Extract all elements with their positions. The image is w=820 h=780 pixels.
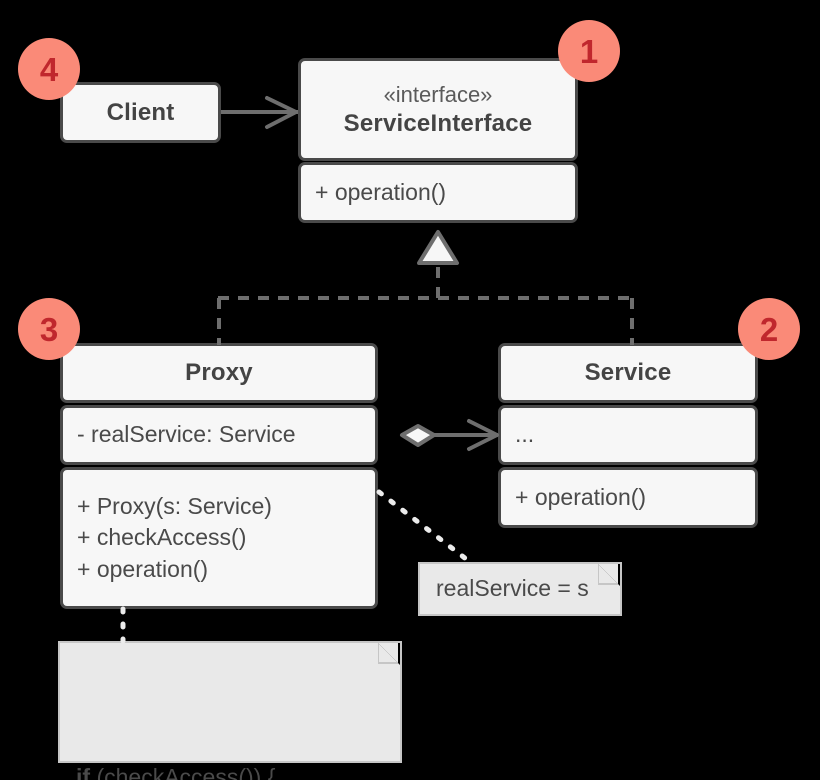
service-interface-class-name: ServiceInterface: [343, 110, 533, 137]
class-service-interface[interactable]: «interface» ServiceInterface + operation…: [298, 58, 578, 223]
link-realization-bus: [217, 230, 634, 345]
service-title-compartment: Service: [498, 343, 758, 403]
proxy-operation-1: + checkAccess(): [77, 524, 247, 551]
service-class-name: Service: [584, 359, 672, 387]
code-line1-rest: (checkAccess()) {: [90, 763, 276, 780]
link-client-to-serviceinterface: [221, 96, 298, 129]
link-proxy-aggregates-service: [400, 419, 499, 451]
class-proxy[interactable]: Proxy - realService: Service + Proxy(s: …: [60, 343, 378, 609]
note-code[interactable]: if (checkAccess()) { realService.operati…: [58, 641, 402, 780]
client-title-compartment: Client: [60, 82, 221, 143]
note-assignment-text: realService = s: [436, 575, 589, 602]
service-operation-0: + operation(): [515, 483, 647, 510]
service-interface-operations-compartment: + operation(): [298, 162, 578, 223]
proxy-operation-2: + operation(): [77, 555, 209, 582]
badge-1-label: 1: [579, 32, 599, 70]
note-fold-icon: [598, 564, 620, 586]
note-fold-icon: [378, 643, 400, 665]
badge-2[interactable]: 2: [738, 298, 800, 360]
client-class-name: Client: [106, 98, 175, 126]
badge-1[interactable]: 1: [558, 20, 620, 82]
service-interface-title-compartment: «interface» ServiceInterface: [298, 58, 578, 161]
class-client[interactable]: Client: [60, 82, 221, 143]
class-service[interactable]: Service ... + operation(): [498, 343, 758, 528]
proxy-attribute-0: - realService: Service: [77, 421, 296, 448]
proxy-operation-0: + Proxy(s: Service): [77, 493, 272, 520]
service-attributes-compartment: ...: [498, 405, 758, 465]
badge-4-label: 4: [39, 50, 59, 88]
service-interface-stereotype: «interface»: [383, 82, 493, 108]
badge-2-label: 2: [759, 310, 779, 348]
proxy-attributes-compartment: - realService: Service: [60, 405, 378, 465]
badge-4[interactable]: 4: [18, 38, 80, 100]
note-code-line-1: if (checkAccess()) {: [76, 760, 384, 780]
proxy-operations-compartment: + Proxy(s: Service) + checkAccess() + op…: [60, 467, 378, 609]
badge-3[interactable]: 3: [18, 298, 80, 360]
proxy-class-name: Proxy: [185, 359, 253, 387]
note-assignment[interactable]: realService = s: [418, 562, 622, 616]
service-attribute-0: ...: [515, 421, 535, 448]
service-interface-operation-0: + operation(): [315, 178, 447, 205]
code-keyword-if: if: [76, 763, 91, 780]
service-operations-compartment: + operation(): [498, 467, 758, 528]
proxy-title-compartment: Proxy: [60, 343, 378, 403]
badge-3-label: 3: [39, 310, 59, 348]
link-proxy-to-assignment-note: [376, 489, 473, 565]
